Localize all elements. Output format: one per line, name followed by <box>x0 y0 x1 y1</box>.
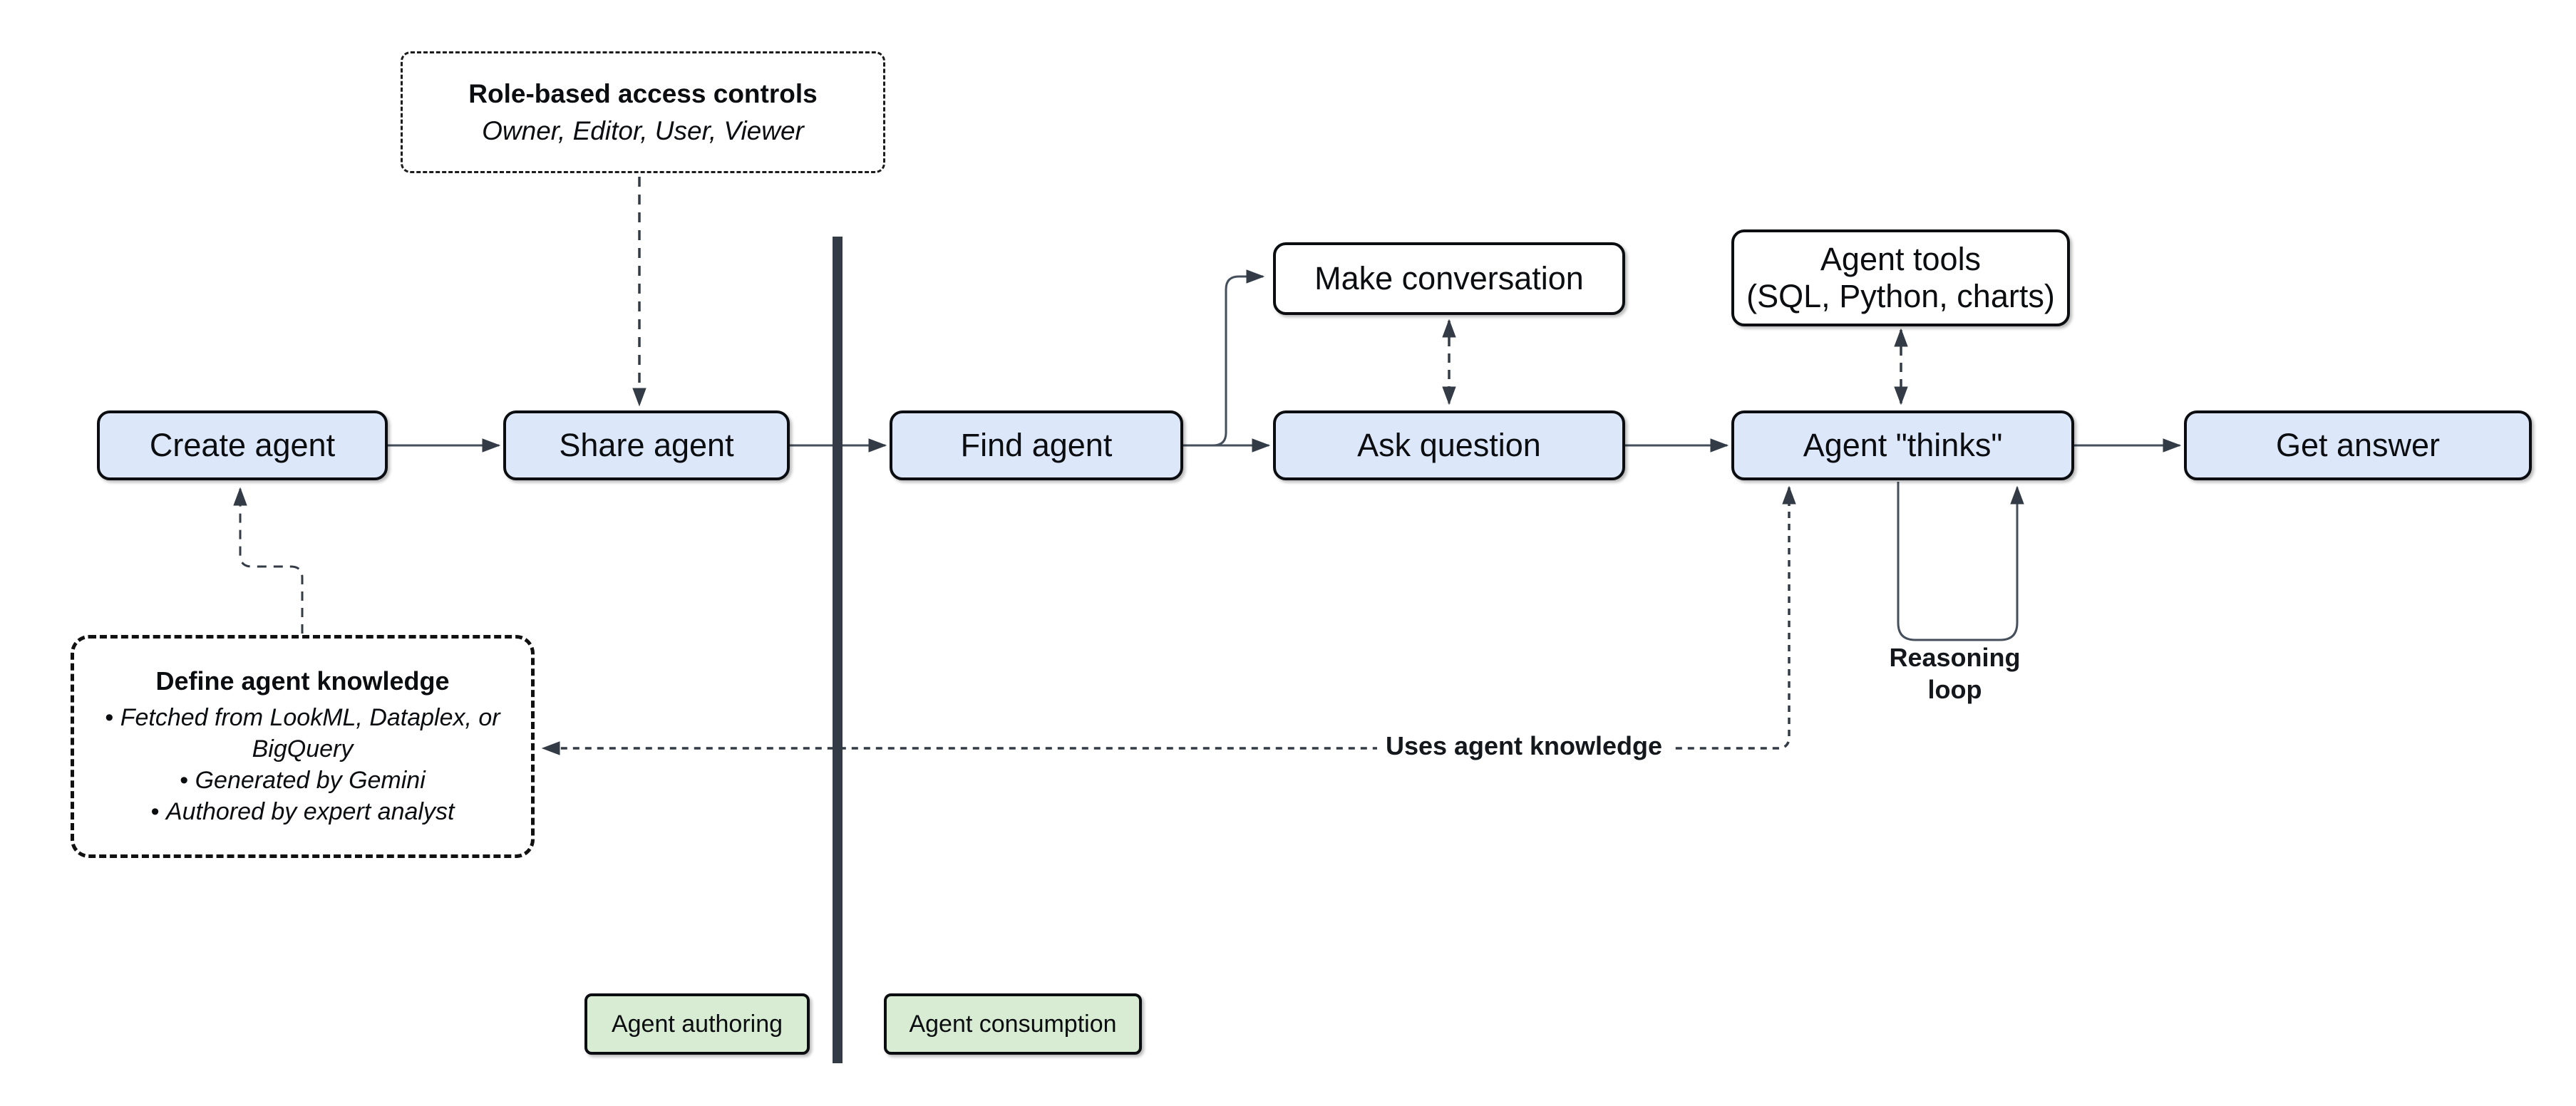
edge-find-to-make-conversation <box>1183 276 1263 447</box>
node-make-conversation: Make conversation <box>1273 242 1625 315</box>
node-get-answer-label: Get answer <box>2275 427 2441 464</box>
note-define-agent-knowledge: Define agent knowledge Fetched from Look… <box>71 635 535 858</box>
node-agent-tools-line1: Agent tools <box>1820 241 1982 278</box>
zone-agent-consumption-label: Agent consumption <box>909 1010 1117 1038</box>
reasoning-loop-label: Reasoning loop <box>1889 643 2021 704</box>
node-find-agent: Find agent <box>890 410 1183 480</box>
node-make-conversation-label: Make conversation <box>1314 260 1584 297</box>
node-create-agent-label: Create agent <box>149 427 336 464</box>
edge-uses-agent-knowledge <box>543 487 1789 748</box>
node-share-agent: Share agent <box>503 410 790 480</box>
node-agent-tools-line2: (SQL, Python, charts) <box>1746 278 2055 314</box>
note-define-agent-knowledge-bullets: Fetched from LookML, Dataplex, or BigQue… <box>103 702 503 827</box>
edge-knowledge-to-create <box>240 489 304 634</box>
zone-agent-authoring-label: Agent authoring <box>611 1010 783 1038</box>
edge-reasoning-loop <box>1897 482 2017 641</box>
node-agent-thinks-label: Agent "thinks" <box>1803 427 2003 464</box>
node-agent-tools-label: Agent tools (SQL, Python, charts) <box>1746 241 2055 315</box>
note-role-based-access: Role-based access controls Owner, Editor… <box>401 51 885 173</box>
node-ask-question: Ask question <box>1273 410 1625 480</box>
knowledge-bullet: Fetched from LookML, Dataplex, or BigQue… <box>103 702 503 765</box>
node-agent-thinks: Agent "thinks" <box>1731 410 2074 480</box>
uses-agent-knowledge-label: Uses agent knowledge <box>1376 731 1671 761</box>
node-agent-tools: Agent tools (SQL, Python, charts) <box>1731 229 2070 326</box>
node-share-agent-label: Share agent <box>559 427 734 464</box>
node-create-agent: Create agent <box>97 410 388 480</box>
zone-badge-agent-consumption: Agent consumption <box>884 993 1142 1055</box>
node-find-agent-label: Find agent <box>960 427 1113 464</box>
zone-badge-agent-authoring: Agent authoring <box>584 993 810 1055</box>
node-ask-question-label: Ask question <box>1357 427 1541 464</box>
note-role-based-access-title: Role-based access controls <box>468 78 818 108</box>
note-define-agent-knowledge-title: Define agent knowledge <box>155 666 450 696</box>
authoring-consumption-divider <box>833 237 843 1063</box>
knowledge-bullet: Authored by expert analyst <box>103 796 503 827</box>
node-get-answer: Get answer <box>2184 410 2532 480</box>
note-role-based-access-subtitle: Owner, Editor, User, Viewer <box>482 115 804 145</box>
knowledge-bullet: Generated by Gemini <box>103 765 503 796</box>
